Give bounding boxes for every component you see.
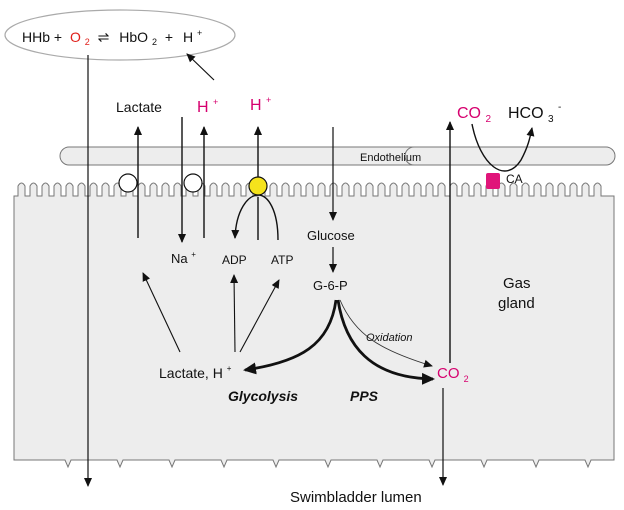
equation-oxygen: O <box>70 29 81 45</box>
equation-plus: + <box>165 29 173 45</box>
co2-to-hco3-arrow <box>471 123 535 172</box>
pps-arrow <box>336 299 435 385</box>
gas-gland-label-line1: Gas <box>503 275 531 292</box>
equation-oxygen-sub: 2 <box>85 37 90 47</box>
lactate-h-to-atp-arrow <box>239 279 280 353</box>
co2-top-label: CO 2 <box>457 105 491 125</box>
oxidation-arrow <box>339 299 433 368</box>
hemoglobin-ellipse <box>4 9 236 61</box>
lactate-h-label: Lactate, H + <box>159 364 232 381</box>
atpase-pump <box>248 176 268 196</box>
lactate-top-label: Lactate <box>116 99 162 115</box>
glycolysis-label: Glycolysis <box>228 388 298 404</box>
h-plus-label-2: H + <box>250 95 271 114</box>
h-plus-label-1: H + <box>197 97 218 116</box>
carbonic-anhydrase <box>486 173 500 189</box>
co2-cell-label: CO 2 <box>437 365 469 384</box>
glycolysis-arrow <box>243 299 338 375</box>
equation-h: H <box>183 29 193 45</box>
oxidation-label: Oxidation <box>366 332 412 344</box>
lactate-h-to-adp-arrow <box>230 274 239 353</box>
adp-label: ADP <box>222 253 247 267</box>
equation-h-sup: + <box>197 28 202 38</box>
equation-hbo-sub: 2 <box>152 37 157 47</box>
lactate-transporter <box>118 173 138 193</box>
g6p-label: G-6-P <box>313 278 348 293</box>
lactate-to-export-arrow <box>142 272 181 353</box>
endothelium-membrane-right <box>404 146 616 166</box>
gas-gland-label-line2: gland <box>498 295 535 312</box>
na-h-exchanger <box>183 173 203 193</box>
equation-hhb: HHb + <box>22 29 62 45</box>
hemoglobin-equation: HHb + O 2 ⇌ HbO 2 + H + <box>22 28 202 48</box>
atp-label: ATP <box>271 253 293 267</box>
equation-equilibrium: ⇌ <box>98 29 110 45</box>
equation-hbo: HbO <box>119 29 148 45</box>
swimbladder-lumen-label: Swimbladder lumen <box>290 489 422 506</box>
glucose-label: Glucose <box>307 228 355 243</box>
pps-label: PPS <box>350 388 379 404</box>
gas-gland-cell <box>13 182 615 469</box>
endothelium-label: Endothelium <box>360 152 421 164</box>
na-label: Na + <box>171 250 196 266</box>
hco3-label: HCO 3 - <box>508 102 561 126</box>
h-to-equation-arrow <box>186 53 215 81</box>
ca-label: CA <box>506 172 523 186</box>
